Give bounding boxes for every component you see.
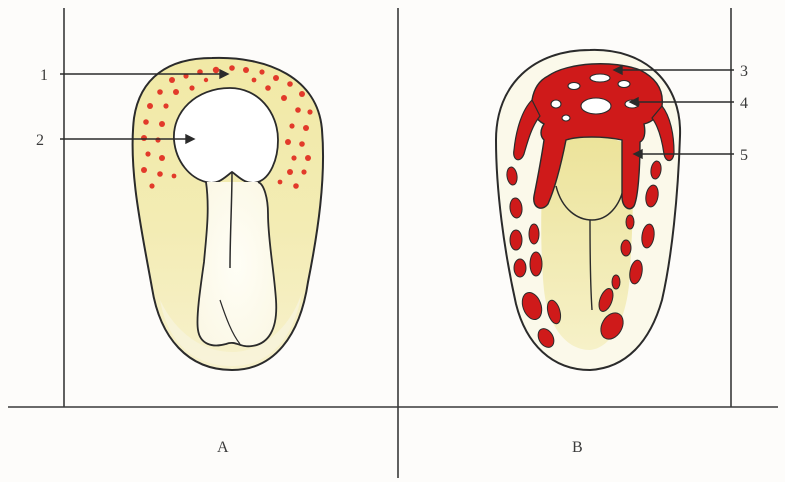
panel-label-b: B bbox=[572, 439, 583, 456]
callout-number-1: 1 bbox=[40, 67, 48, 84]
callout-number-3: 3 bbox=[740, 63, 748, 80]
panel-a-embryo bbox=[133, 58, 323, 370]
panel-a-notochord-body bbox=[197, 182, 276, 346]
panel-b-embryo bbox=[496, 50, 680, 370]
panel-label-a: A bbox=[217, 439, 229, 456]
panel-a-neural-tube bbox=[174, 88, 278, 183]
callout-number-4: 4 bbox=[740, 95, 748, 112]
callout-number-5: 5 bbox=[740, 147, 748, 164]
callout-number-2: 2 bbox=[36, 132, 44, 149]
